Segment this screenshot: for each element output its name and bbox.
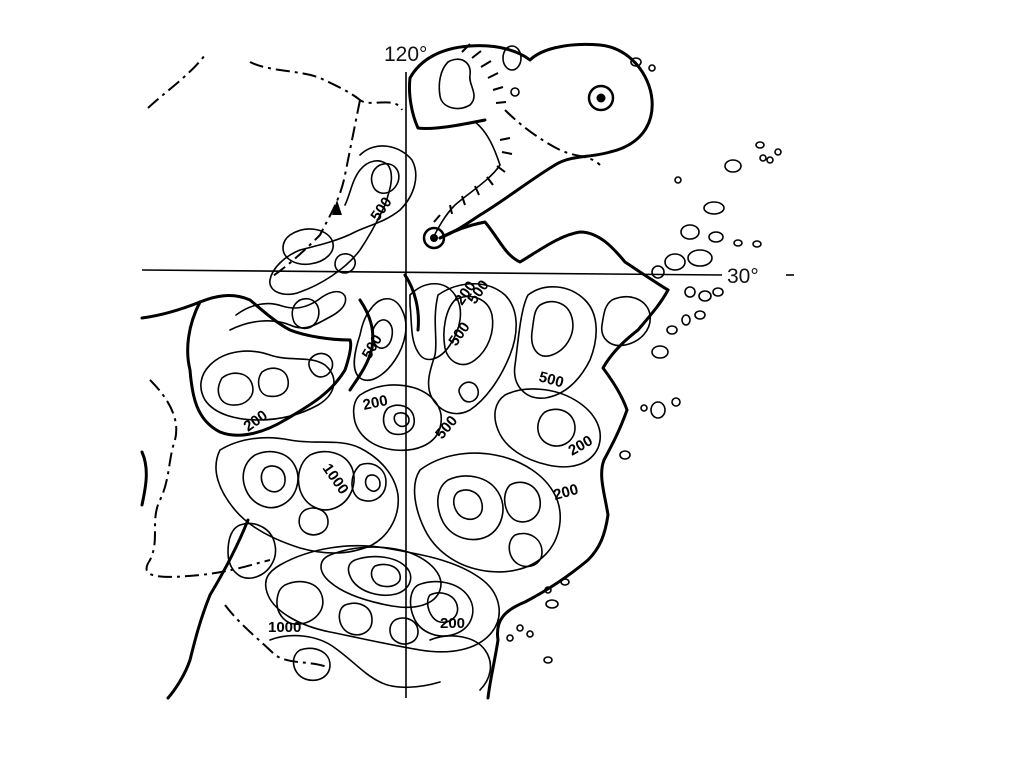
hatched-shoreline [417,43,513,241]
contour-label: 500 [432,412,461,442]
contour-label: 1000 [268,619,301,636]
latitude-label: 30° [727,265,759,288]
bay-north-shore [408,76,487,130]
west-lowland-boundary [140,294,352,342]
contour-label: 200 [361,392,389,414]
border-west [269,99,361,279]
contour-label: 200 [440,615,465,632]
contour-label: 200 [552,481,581,504]
peak-marker-icon [332,200,342,215]
city-hangzhou-icon [422,226,446,250]
east-coast [486,288,670,700]
city-shanghai-icon [587,84,615,112]
bay-inner-shape [438,58,475,110]
parallel-30 [141,269,723,276]
border-south [224,604,331,669]
contour-label: 500 [367,194,395,224]
contour-label: 200 [566,432,596,459]
southwest-coast-line [140,450,250,700]
lake-taihu-shore [408,42,654,240]
offshore-islands [502,45,782,664]
border-north [147,54,403,111]
border-southwest [145,379,271,578]
contour-label: 500 [359,332,386,362]
contour-label: 1000 [319,461,352,498]
west-basin-outline [186,300,353,437]
contour-label: 500 [537,368,566,391]
elevation-contours [200,145,651,691]
estuary-south-shore [438,220,670,292]
contour-label: 200 [241,407,271,435]
longitude-label: 120° [384,43,427,66]
